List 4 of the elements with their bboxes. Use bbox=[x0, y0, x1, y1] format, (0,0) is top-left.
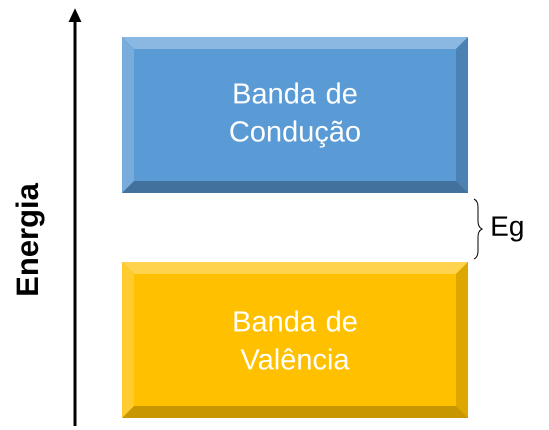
band-box: Banda de Valência bbox=[122, 262, 468, 418]
band-box: Banda de Condução bbox=[122, 37, 468, 193]
axis-label: Energia bbox=[15, 182, 45, 295]
gap-label: Eg bbox=[492, 216, 523, 242]
